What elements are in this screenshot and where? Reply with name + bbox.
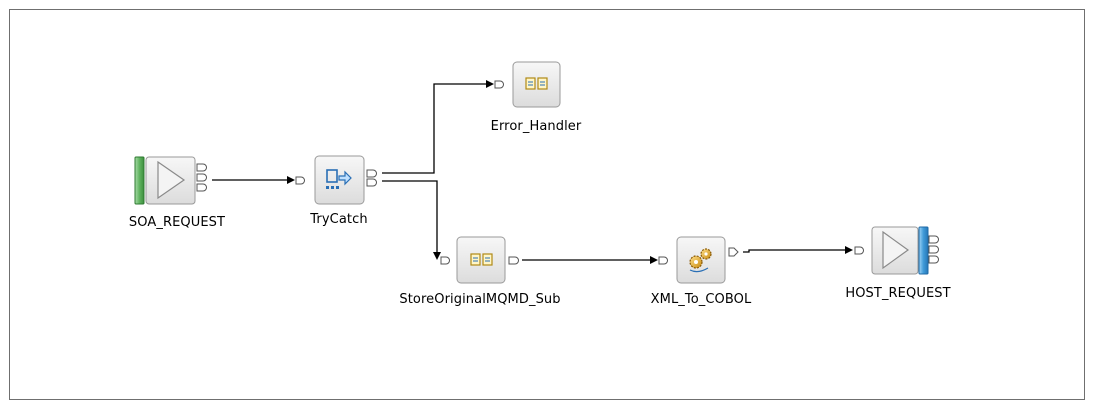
try-catch-icon (314, 155, 365, 205)
terminal-out-icon[interactable] (196, 163, 207, 172)
mq-output-icon (871, 226, 919, 275)
terminal-out-icon[interactable] (366, 178, 377, 187)
wire-soa-to-trycatch[interactable] (212, 176, 295, 184)
terminal-out-icon[interactable] (928, 235, 939, 244)
terminal-in-icon[interactable] (658, 256, 668, 265)
node-host-request[interactable] (854, 226, 939, 275)
arrowhead-icon (650, 256, 658, 264)
node-label-trycatch: TryCatch (310, 212, 368, 227)
output-bar-icon (918, 226, 929, 275)
node-label-store-original: StoreOriginalMQMD_Sub (399, 292, 561, 307)
node-label-soa-request: SOA_REQUEST (128, 215, 226, 230)
terminal-out-icon[interactable] (196, 183, 207, 192)
wire-xml-to-host-request[interactable] (743, 246, 853, 254)
terminal-out-icon[interactable] (928, 245, 939, 254)
arrowhead-icon (433, 252, 441, 260)
terminal-in-icon[interactable] (295, 176, 305, 185)
terminal-in-icon[interactable] (494, 80, 504, 89)
terminal-in-icon[interactable] (440, 256, 450, 265)
wire-trycatch-to-error-handler[interactable] (382, 80, 494, 174)
terminal-out-icon[interactable] (508, 256, 519, 265)
node-trycatch[interactable] (295, 155, 377, 205)
terminal-out-icon[interactable] (366, 169, 377, 178)
arrowhead-icon (845, 246, 853, 254)
node-label-host-request: HOST_REQUEST (845, 286, 951, 301)
terminal-out-icon[interactable] (728, 247, 739, 257)
input-bar-icon (134, 156, 145, 205)
arrowhead-icon (287, 176, 295, 184)
wire-store-to-xml-to-cobol[interactable] (522, 256, 658, 264)
node-label-error-handler: Error_Handler (490, 119, 582, 134)
terminal-in-icon[interactable] (854, 246, 864, 255)
terminal-out-icon[interactable] (928, 255, 939, 264)
subflow-icon (456, 236, 506, 284)
node-store-original-mqmd-sub[interactable] (440, 236, 519, 284)
terminal-out-icon[interactable] (196, 173, 207, 182)
gears-icon (676, 236, 726, 284)
node-xml-to-cobol[interactable] (658, 236, 739, 284)
wire-trycatch-to-store-original[interactable] (382, 180, 441, 260)
mq-input-icon (145, 156, 196, 205)
node-soa-request[interactable] (134, 156, 207, 205)
arrowhead-icon (486, 80, 494, 88)
subflow-icon (512, 61, 561, 108)
node-label-xml-to-cobol: XML_To_COBOL (650, 292, 752, 307)
node-error-handler[interactable] (494, 61, 561, 108)
